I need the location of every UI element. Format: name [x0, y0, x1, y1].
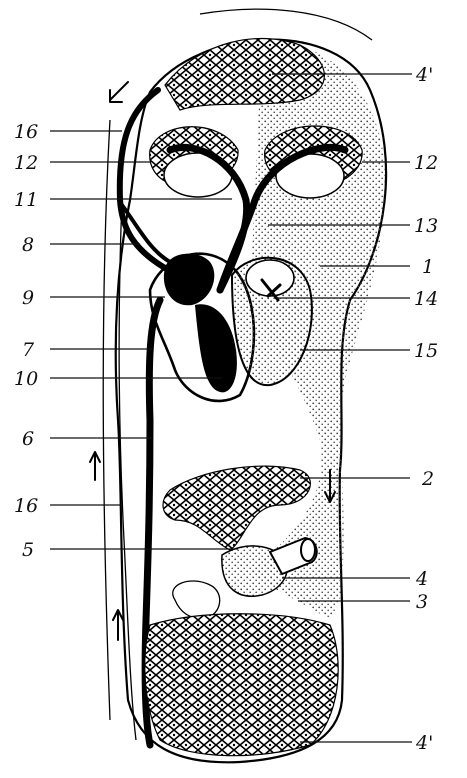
- label-16-bottom: 16: [14, 495, 38, 517]
- label-5: 5: [22, 539, 34, 561]
- arrow-up-icon-lower: [113, 610, 123, 640]
- label-3: 3: [416, 591, 428, 613]
- arrow-down-left-icon: [110, 82, 128, 102]
- label-9: 9: [22, 287, 34, 309]
- label-12-right: 12: [414, 152, 438, 174]
- label-16-top: 16: [14, 121, 38, 143]
- label-4: 4: [415, 568, 428, 590]
- label-11: 11: [14, 189, 38, 211]
- label-7: 7: [22, 339, 35, 361]
- label-15: 15: [414, 340, 438, 362]
- label-14: 14: [414, 288, 438, 310]
- gut-tube-opening: [301, 539, 315, 561]
- label-10: 10: [14, 368, 38, 390]
- label-4p-bottom: 4': [415, 732, 433, 754]
- label-6: 6: [22, 428, 34, 450]
- label-1: 1: [422, 256, 434, 278]
- arrow-up-icon: [90, 452, 100, 480]
- label-13: 13: [414, 215, 438, 237]
- label-12-left: 12: [14, 152, 38, 174]
- label-2: 2: [421, 468, 434, 490]
- capillary-net-bottom: [145, 614, 338, 756]
- label-4p-top: 4': [415, 64, 433, 86]
- label-8: 8: [22, 234, 34, 256]
